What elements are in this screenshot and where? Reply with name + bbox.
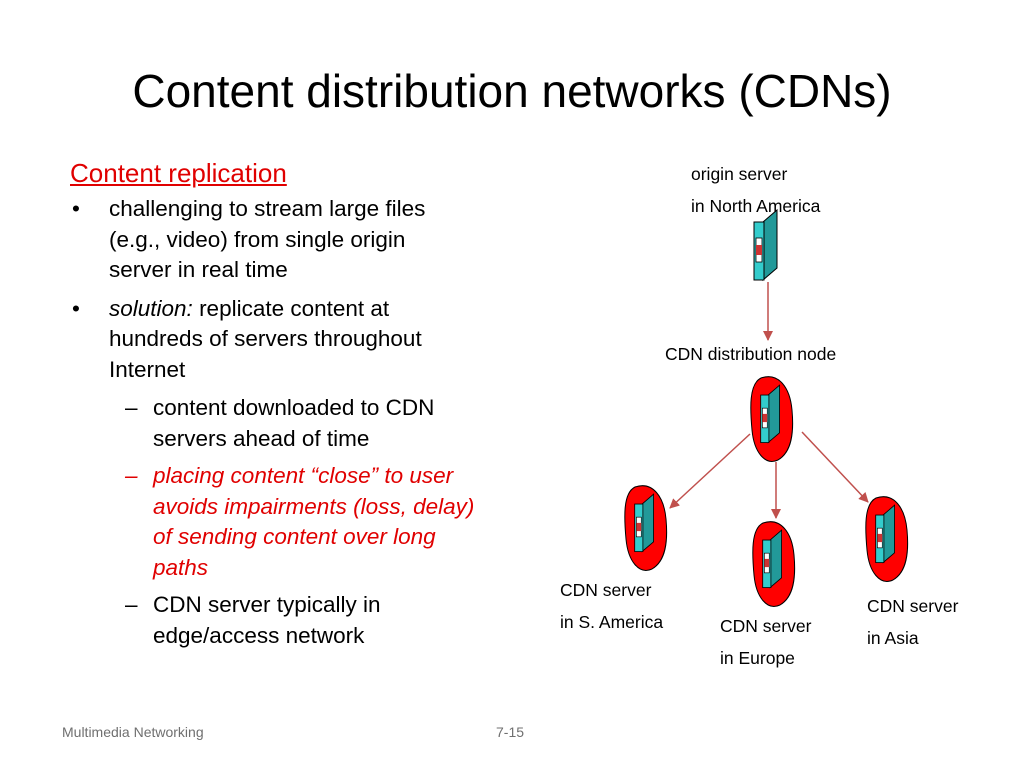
- asia-server-icon: [865, 496, 909, 582]
- dash-marker: –: [125, 463, 138, 488]
- europe-server-icon: [752, 521, 796, 607]
- label-line: CDN server: [720, 616, 812, 636]
- label-line: CDN server: [560, 580, 652, 600]
- subbullet-line: paths: [153, 554, 209, 580]
- content-text: Content replication • challenging to str…: [70, 156, 540, 658]
- subbullet-line: placing content “close” to user: [153, 463, 454, 488]
- subbullet-line: avoids impairments (loss, delay): [153, 493, 475, 519]
- footer-left: Multimedia Networking: [62, 724, 204, 740]
- origin-server-label: origin server in North America: [691, 158, 820, 222]
- section-heading: Content replication: [70, 158, 287, 188]
- bullet-item: • solution: replicate content at hundred…: [70, 294, 540, 386]
- distribution-node-icon: [750, 376, 794, 462]
- asia-server-label: CDN server in Asia: [867, 590, 958, 654]
- subbullet-item: – CDN server typically in edge/access ne…: [70, 590, 540, 651]
- label-line: CDN server: [867, 596, 959, 616]
- dash-marker: –: [125, 592, 138, 617]
- subbullet-line: servers ahead of time: [153, 425, 370, 451]
- subbullet-item: – content downloaded to CDN servers ahea…: [70, 393, 540, 454]
- bullet-marker: •: [72, 295, 80, 321]
- label-line: origin server: [691, 164, 788, 184]
- label-line: in S. America: [560, 612, 664, 632]
- bullet-line: (e.g., video) from single origin: [109, 226, 406, 252]
- subbullet-line: content downloaded to CDN: [153, 395, 435, 420]
- subbullet-line: CDN server typically in: [153, 592, 381, 617]
- subbullet-item-highlighted: – placing content “close” to user avoids…: [70, 461, 540, 583]
- label-line: CDN distribution node: [665, 344, 837, 364]
- label-line: in Asia: [867, 628, 919, 648]
- bullet-item: • challenging to stream large files (e.g…: [70, 194, 540, 286]
- slide-title: Content distribution networks (CDNs): [132, 65, 892, 117]
- samerica-server-icon: [624, 485, 668, 571]
- bullet-marker: •: [72, 196, 80, 221]
- page-number: 7-15: [496, 724, 525, 740]
- label-line: in North America: [691, 196, 821, 216]
- bullet-line: hundreds of servers throughout: [109, 326, 422, 351]
- bullet-line: challenging to stream large files: [109, 196, 426, 221]
- italic-solution: solution:: [109, 295, 193, 321]
- label-line: in Europe: [720, 648, 795, 668]
- arrow-node-to-samerica: [669, 433, 751, 509]
- bullet-text: replicate content at: [192, 295, 390, 321]
- distribution-node-label: CDN distribution node: [665, 338, 836, 370]
- bullet-line: server in real time: [109, 257, 288, 282]
- subbullet-line: edge/access network: [153, 622, 365, 648]
- europe-server-label: CDN server in Europe: [720, 610, 811, 674]
- bullet-line: Internet: [109, 356, 186, 382]
- subbullet-line: of sending content over long: [153, 524, 436, 549]
- samerica-server-label: CDN server in S. America: [560, 574, 663, 638]
- arrow-node-to-asia: [801, 431, 869, 503]
- bullet-line: solution: replicate content at: [109, 294, 540, 325]
- dash-marker: –: [125, 395, 138, 420]
